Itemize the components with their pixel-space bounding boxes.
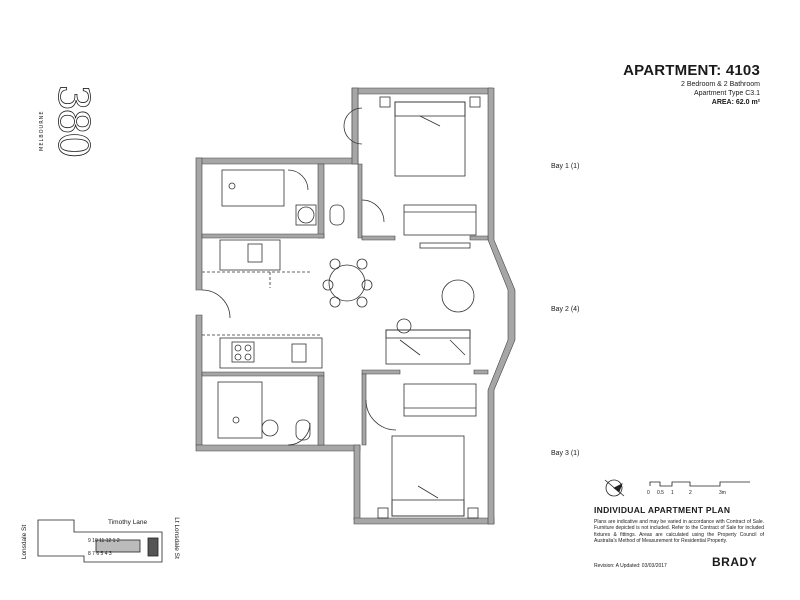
wall-bath2-top xyxy=(201,371,325,377)
unit-number: 4 xyxy=(104,551,108,557)
scale-label: 0.5 xyxy=(657,490,664,496)
key-plan-units-bottom: 8 7 6 5 4 3 xyxy=(88,550,112,558)
wall-bed3-top xyxy=(361,369,401,375)
wall-bottom-right xyxy=(353,517,495,525)
wall-left-top-vert xyxy=(351,87,359,165)
unit-number: 5 xyxy=(100,551,104,557)
coffee-table xyxy=(441,279,475,313)
wall-mid-left-bottom xyxy=(353,444,361,521)
key-plan-units-top: 9 10 11 12 1 2 xyxy=(88,537,120,545)
unit-number: 1 xyxy=(112,538,116,544)
toilet-1 xyxy=(329,204,345,226)
unit-number: 11 xyxy=(99,538,105,544)
apartment-area: AREA: 62.0 m² xyxy=(711,99,760,106)
cooktop xyxy=(231,341,255,363)
logo-city: MELBOURNE xyxy=(39,110,45,151)
unit-number: 10 xyxy=(92,538,98,544)
tv-unit xyxy=(419,242,471,249)
unit-number: 9 xyxy=(88,538,91,544)
plan-disclaimer: Plans are indicative and may be varied i… xyxy=(594,519,764,545)
key-plan-street-top: Timothy Lane xyxy=(108,519,148,526)
wardrobe-3 xyxy=(403,383,477,417)
plan-heading: INDIVIDUAL APARTMENT PLAN xyxy=(594,505,731,515)
wall-bed1-left xyxy=(357,163,363,239)
basin-2 xyxy=(261,419,279,437)
toilet-2 xyxy=(295,419,311,441)
basin-1 xyxy=(297,206,315,224)
apartment-title: APARTMENT: 4103 xyxy=(623,62,760,79)
wall-bed1-bottom2 xyxy=(469,235,489,241)
wall-bed3-top2 xyxy=(473,369,489,375)
shower-1 xyxy=(221,169,285,207)
unit-number: 3 xyxy=(108,551,112,557)
key-plan-street-right: Lt Lonsdale St xyxy=(172,517,180,559)
apartment-rooms: 2 Bedroom & 2 Bathroom xyxy=(681,81,760,88)
key-plan xyxy=(37,519,163,563)
wall-bed1-bottom xyxy=(361,235,396,241)
key-plan-street-left: Lonsdale St xyxy=(21,524,29,560)
wardrobe-1 xyxy=(403,204,477,236)
sink-2 xyxy=(291,343,307,363)
unit-number: 7 xyxy=(92,551,95,557)
bed-1 xyxy=(394,101,466,177)
brand-logo: BRADY xyxy=(712,555,758,569)
unit-number: 8 xyxy=(88,551,91,557)
wall-bath1-bottom xyxy=(201,233,325,239)
scale-label: 1 xyxy=(671,490,674,496)
wall-bath1-right xyxy=(317,163,325,239)
facade-right xyxy=(487,87,516,525)
wall-bath2-right xyxy=(317,375,325,446)
shower-2 xyxy=(217,381,263,439)
kitchen-bench-lower xyxy=(219,337,323,369)
north-arrow-icon xyxy=(604,479,625,497)
bay-1-label: Bay 1 (1) xyxy=(551,163,580,170)
dining-table xyxy=(328,264,366,302)
wall-left-lower xyxy=(195,314,203,446)
unit-number: 6 xyxy=(96,551,100,557)
sink xyxy=(247,243,263,263)
scale-bar xyxy=(649,481,750,487)
scale-label: 0 xyxy=(647,490,650,496)
bay-2-label: Bay 2 (4) xyxy=(551,306,580,313)
bed-3 xyxy=(391,435,465,517)
wall-bed3-left xyxy=(361,373,367,446)
wall-bottom-left xyxy=(195,444,361,452)
unit-number: 2 xyxy=(116,538,120,544)
bay-3-label: Bay 3 (1) xyxy=(551,450,580,457)
scale-label: 2 xyxy=(689,490,692,496)
kitchen-bench-upper xyxy=(219,239,281,271)
apartment-type: Apartment Type C3.1 xyxy=(693,90,760,97)
plan-revision: Revision: A Updated: 03/03/2017 xyxy=(594,563,667,569)
logo-number: 380 xyxy=(49,84,99,156)
unit-number: 12 xyxy=(105,538,112,544)
wall-left-upper xyxy=(195,157,203,291)
scale-label: 3m xyxy=(719,490,726,496)
